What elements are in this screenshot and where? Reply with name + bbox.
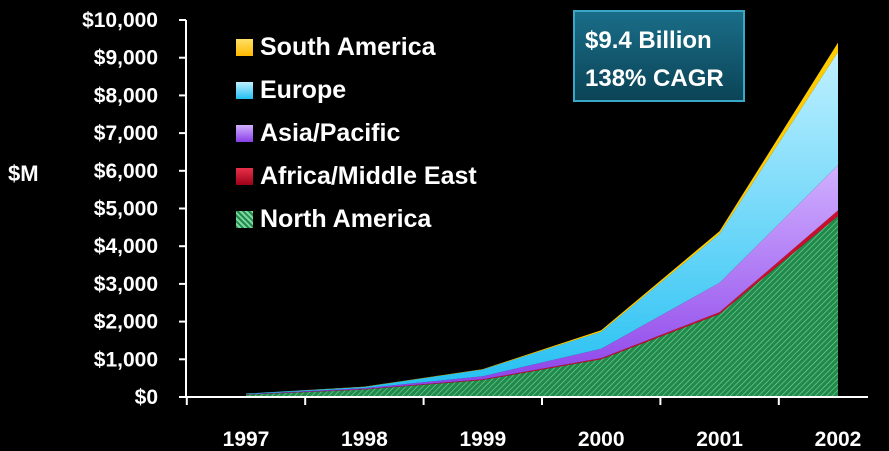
y-tick-label: $4,000	[94, 235, 158, 258]
legend-swatch-south-america	[236, 39, 253, 56]
legend-swatch-europe	[236, 82, 253, 99]
area-north-america	[246, 216, 838, 397]
y-tick-label: $8,000	[94, 84, 158, 107]
y-tick-label: $1,000	[94, 348, 158, 371]
callout-total: $9.4 Billion	[585, 27, 712, 54]
callout-cagr: 138% CAGR	[585, 65, 724, 92]
legend-label: South America	[260, 33, 436, 61]
y-tick-label: $2,000	[94, 311, 158, 334]
legend-label: Europe	[260, 76, 347, 104]
x-tick-label: 1997	[223, 428, 270, 451]
legend-item-north-america: North America	[236, 198, 477, 241]
legend-swatch-north-america	[236, 211, 253, 228]
y-tick-label: $5,000	[94, 198, 158, 221]
x-tick-label: 1998	[341, 428, 388, 451]
legend-item-south-america: South America	[236, 26, 477, 69]
legend: South America Europe Asia/Pacific Africa…	[236, 26, 477, 241]
cagr-callout: $9.4 Billion 138% CAGR	[573, 10, 745, 102]
y-tick-label: $0	[135, 386, 158, 409]
legend-label: Asia/Pacific	[260, 119, 401, 147]
x-tick-label: 2000	[578, 428, 625, 451]
legend-swatch-africa-middle-east	[236, 168, 253, 185]
x-tick-label: 2001	[696, 428, 743, 451]
legend-label: Africa/Middle East	[260, 162, 477, 190]
x-tick-label: 2002	[815, 428, 862, 451]
y-tick-label: $9,000	[94, 47, 158, 70]
y-tick-label: $7,000	[94, 122, 158, 145]
legend-item-europe: Europe	[236, 69, 477, 112]
x-tick-label: 1999	[459, 428, 506, 451]
y-tick-label: $6,000	[94, 160, 158, 183]
legend-label: North America	[260, 205, 432, 233]
legend-item-africa-middle-east: Africa/Middle East	[236, 155, 477, 198]
legend-swatch-asia-pacific	[236, 125, 253, 142]
y-axis-label: $M	[8, 161, 39, 186]
y-tick-label: $10,000	[82, 9, 158, 32]
legend-item-asia-pacific: Asia/Pacific	[236, 112, 477, 155]
y-tick-label: $3,000	[94, 273, 158, 296]
